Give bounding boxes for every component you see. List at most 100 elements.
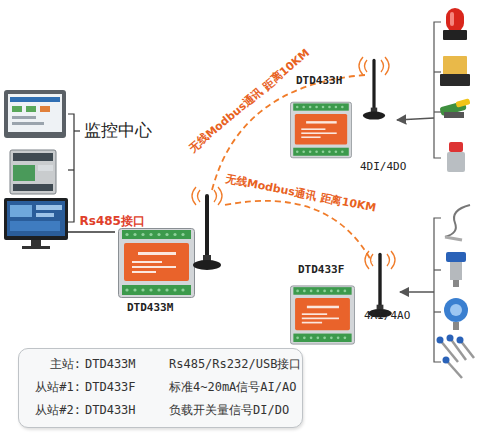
computer-monitor [4,198,70,249]
group-bracket [434,269,441,270]
link-label: 无线Modbus通讯 距离10KM [224,173,377,214]
plc-unit [38,165,53,171]
radio-device [368,253,392,318]
level-sensor [444,298,468,330]
computer-monitor [10,221,60,231]
group-bracket [74,130,80,131]
spec-text: 负载开关量信号DI/DO [169,404,289,418]
push-button [449,142,463,152]
pressure-sensor [453,280,459,287]
group-bracket [434,111,441,112]
monitoring-center: 监控中心 [0,85,70,255]
level-sensor [444,298,468,322]
hmi-panel [10,97,60,102]
radio-waves [387,254,390,266]
relay [443,56,467,76]
plc-unit [13,165,35,181]
temperature-probe [445,205,470,237]
signal-arrow [400,291,434,292]
probe-set [443,357,450,364]
link-label: Rs485接口 [80,215,145,228]
radio-device [119,229,195,298]
probe-set [437,335,475,379]
alarm-light [443,30,467,40]
io-label: 4AI/4AO [364,310,410,323]
hmi-panel [26,106,36,112]
level-sensor [453,322,459,330]
relay [440,56,470,86]
spec-text: DTD433H [85,404,136,418]
node-label: DTD433F [298,264,344,277]
computer-monitor [10,205,32,217]
radio-waves [218,187,222,205]
spec-text: 标准4~20mA信号AI/AO [169,381,296,395]
computer-monitor [22,246,50,249]
hmi-panel [12,106,22,112]
spec-text: 主站: [19,358,81,372]
hmi-panel [12,116,36,119]
plc-unit [10,150,56,194]
slave-radio-module: DTD433F 4AI/4AO [288,262,412,350]
computer-monitor [31,240,41,246]
radio-waves [385,57,389,75]
io-label: 4DI/4DO [360,161,406,174]
radio-device [193,194,221,270]
radio-waves [381,60,384,72]
probe-set [457,337,464,344]
slave-radio-module: DTD433H4DI/4DO [288,75,410,175]
group-bracket [434,22,441,158]
hmi-panel [8,94,62,132]
hmi-panel [4,90,66,138]
relay [440,74,470,86]
computer-monitor [4,198,68,240]
spec-text: 从站#1: [19,381,81,395]
alarm-light [450,12,454,26]
push-button [447,142,465,172]
computer-monitor [36,205,62,210]
spec-box: 主站: DTD433M Rs485/Rs232/USB接口从站#1: DTD433F 标… [18,348,303,428]
node-label: 监控中心 [84,121,152,141]
group-bracket [68,114,74,222]
push-button [447,152,465,172]
group-bracket [434,218,441,362]
plc-unit [10,150,56,194]
signal-arrow [397,118,434,120]
wireless-link [225,201,372,262]
switch [444,112,464,118]
probe-set [437,337,444,344]
spec-text: DTD433F [85,381,136,395]
hmi-panel [4,90,66,138]
group-bracket [68,169,74,170]
radio-waves [198,190,201,202]
switch [439,98,470,118]
radio-waves [192,187,196,205]
spec-text: 从站#2: [19,404,81,418]
radio-device [290,286,354,344]
master-radio-module: DTD433M [115,190,225,318]
level-sensor [450,304,462,316]
alarm-light [446,8,464,32]
group-bracket [434,71,441,72]
temperature-probe [445,237,462,240]
pressure-sensor [446,252,466,287]
temperature-probe [445,205,470,240]
radio-waves [214,190,217,202]
cable-link [70,231,115,233]
radio-waves [371,254,374,266]
radio-waves [391,251,395,269]
pressure-sensor [450,262,462,280]
plc-unit [13,184,53,191]
plc-unit [13,153,53,161]
probe-set [447,335,454,342]
group-bracket [434,218,441,362]
probe-set [446,360,462,378]
group-bracket [434,22,441,158]
computer-monitor [7,201,65,236]
radio-device [290,102,351,158]
hmi-panel [40,106,50,112]
radio-waves [359,57,363,75]
spec-text: DTD433M [85,358,136,372]
alarm-light [443,8,467,40]
spec-text: Rs485/Rs232/USB接口 [169,358,301,372]
node-label: DTD433M [127,302,173,315]
